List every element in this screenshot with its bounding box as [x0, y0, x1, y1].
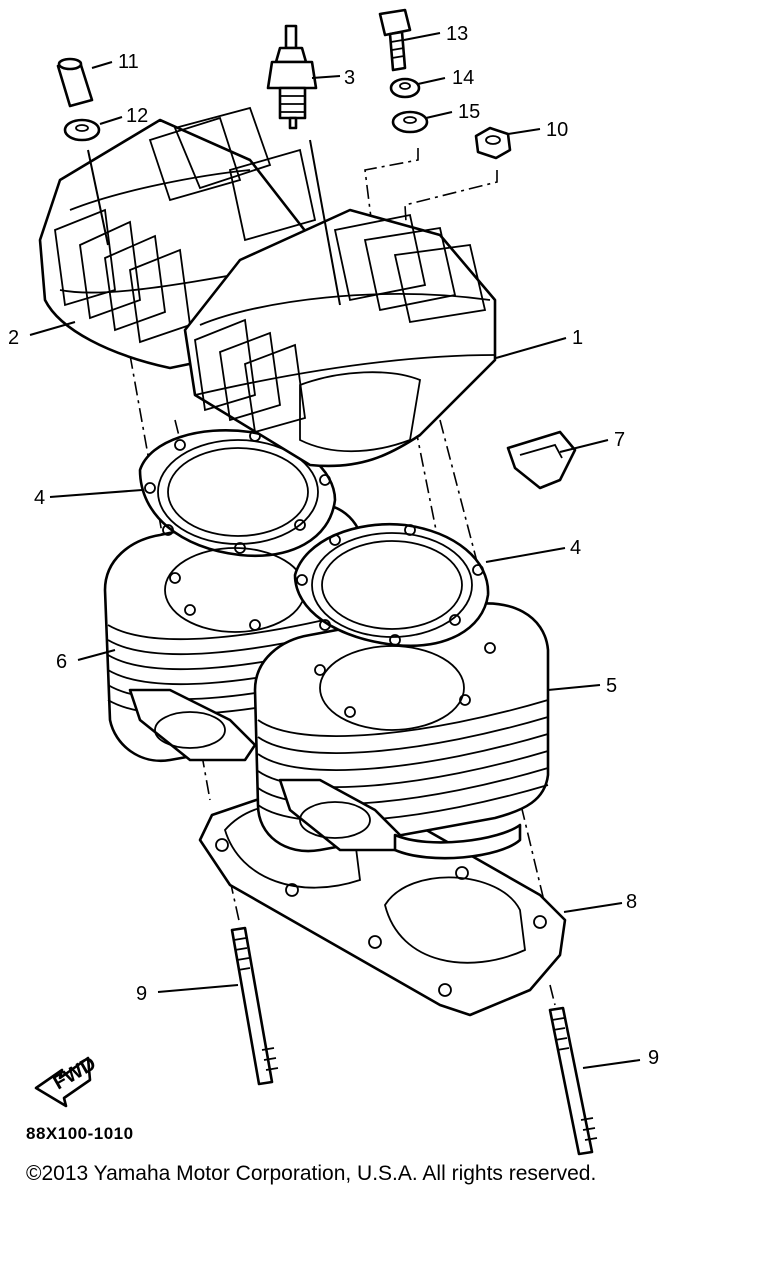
right-cylinder	[253, 602, 550, 860]
callout-13: 13	[446, 23, 468, 45]
leader-lines	[29, 32, 641, 1069]
callout-labels: 1 2 3 4 4 5 6 7 8 9 9 10 11 12 13 14 15	[8, 23, 659, 1069]
callout-9b: 9	[648, 1047, 659, 1069]
right-head-gasket	[293, 522, 496, 731]
callout-4b: 4	[570, 537, 581, 559]
callout-11: 11	[118, 51, 139, 73]
callout-12: 12	[126, 105, 148, 127]
callout-6: 6	[56, 651, 67, 673]
collar-and-washer	[56, 57, 101, 142]
callout-9a: 9	[136, 983, 147, 1005]
callout-10: 10	[546, 119, 568, 141]
callout-14: 14	[452, 67, 474, 89]
spark-plug	[266, 24, 318, 130]
copyright-notice: ©2013 Yamaha Motor Corporation, U.S.A. A…	[26, 1162, 597, 1185]
callout-3: 3	[344, 67, 355, 89]
callout-8: 8	[626, 891, 637, 913]
callout-1: 1	[572, 327, 583, 349]
callout-15: 15	[458, 101, 480, 123]
fwd-arrow: FWD	[34, 1053, 100, 1108]
diagram-code: 88X100-1010	[26, 1124, 134, 1143]
bracket	[506, 430, 577, 490]
callout-4a: 4	[34, 487, 45, 509]
callout-2: 2	[8, 327, 19, 349]
bolt-and-washers	[378, 8, 429, 134]
nut	[474, 126, 512, 160]
front-cylinder-head	[183, 208, 497, 468]
callout-5: 5	[606, 675, 617, 697]
callout-7: 7	[614, 429, 625, 451]
stud-bolts	[230, 926, 598, 1156]
